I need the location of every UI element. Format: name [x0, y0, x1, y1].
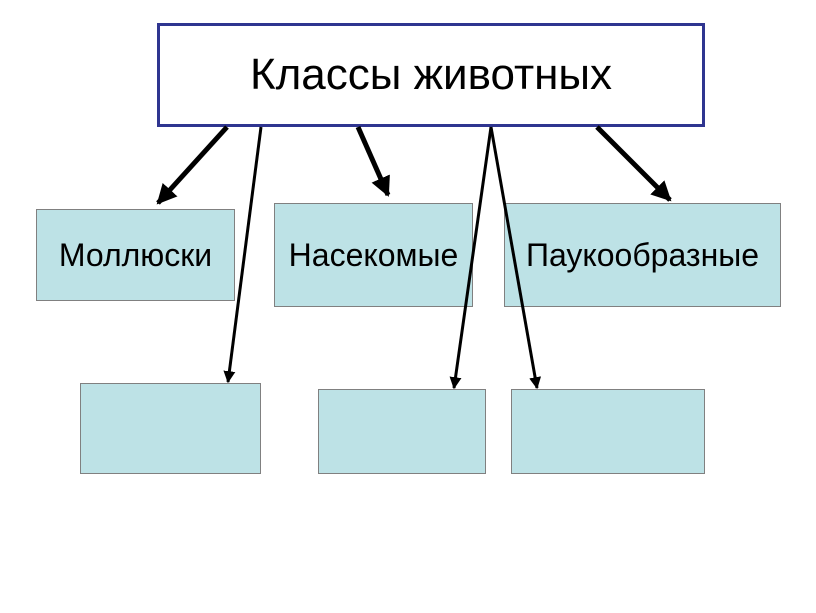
arrow-to-insects: [355, 125, 391, 197]
empty-box-2: [318, 389, 486, 474]
empty-box-1: [80, 383, 261, 474]
arrow-to-empty-box-3: [489, 126, 542, 390]
class-box-arachnids: Паукообразные: [504, 203, 781, 307]
class-box-insects: Насекомые: [274, 203, 473, 307]
empty-box-3: [511, 389, 705, 474]
arrow-to-empty-box-2: [449, 126, 493, 390]
class-box-molluscs: Моллюски: [36, 209, 235, 301]
arrow-to-empty-box-1: [223, 126, 263, 384]
root-node-box: Классы животных: [157, 23, 705, 127]
root-node-label: Классы животных: [249, 50, 613, 99]
class-label-insects: Насекомые: [288, 236, 459, 273]
arrow-to-arachnids: [595, 125, 672, 202]
class-label-molluscs: Моллюски: [58, 236, 213, 273]
arrow-to-molluscs: [156, 125, 229, 205]
class-label-arachnids: Паукообразные: [525, 236, 760, 273]
